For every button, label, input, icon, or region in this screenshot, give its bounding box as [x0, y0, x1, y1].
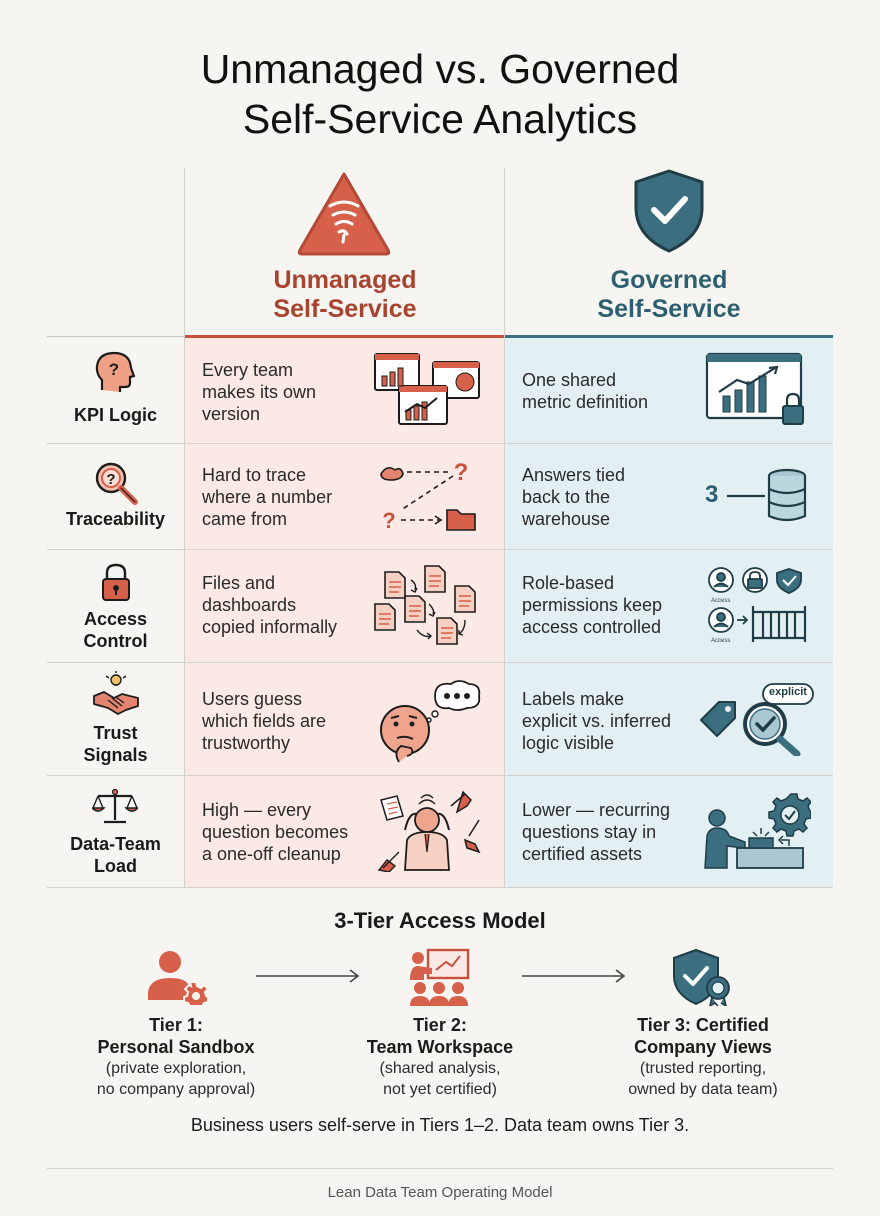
- tier-arrow-1: [256, 969, 360, 983]
- comparison-table: Unmanaged Self-Service Governed Self-Ser…: [47, 168, 833, 888]
- unmanaged-column-title: Unmanaged Self-Service: [273, 266, 417, 323]
- unmanaged-access-control-text: Files and dashboards copied informally: [202, 573, 338, 637]
- access-caption-1: Access: [711, 598, 731, 604]
- tier-arrow-2: [522, 969, 626, 983]
- governed-data-team-load-text: Lower — recurring questions stay in cert…: [522, 800, 671, 864]
- head-question-icon: ?: [95, 351, 136, 392]
- magnifier-question-icon: ?: [95, 462, 138, 505]
- governed-kpi-logic-text: One shared metric definition: [522, 370, 649, 412]
- criterion-traceability: Traceability: [65, 509, 166, 529]
- balance-scale-icon: [92, 788, 138, 824]
- criterion-trust-signals: Trust Signals: [83, 723, 148, 765]
- tier-model-title: 3-Tier Access Model: [334, 908, 546, 933]
- handshake-lightbulb-icon: [93, 671, 139, 715]
- team-presentation-icon: [410, 948, 470, 1006]
- svg-text:?: ?: [382, 508, 395, 532]
- padlock-icon: [102, 563, 130, 601]
- label-magnifier-check-icon: [700, 683, 814, 756]
- criterion-kpi-logic: KPI Logic: [73, 405, 157, 425]
- unmanaged-kpi-logic-text: Every team makes its own version: [202, 360, 317, 424]
- criterion-access-control: Access Control: [83, 609, 148, 651]
- svg-text:?: ?: [106, 471, 115, 488]
- tier-summary: Business users self-serve in Tiers 1–2. …: [190, 1115, 690, 1135]
- tier-1: Tier 1: Personal Sandbox (private explor…: [96, 1015, 256, 1098]
- tornado-warning-icon: [297, 172, 391, 256]
- page-title: Unmanaged vs. Governed Self-Service Anal…: [200, 46, 680, 142]
- criterion-data-team-load: Data-Team Load: [70, 834, 161, 876]
- governed-access-control-text: Role-based permissions keep access contr…: [522, 573, 663, 637]
- footer-divider: [47, 1168, 833, 1169]
- tier-3: Tier 3: Certified Company Views (trusted…: [628, 1015, 778, 1098]
- unmanaged-traceability-text: Hard to trace where a number came from: [202, 465, 333, 529]
- person-certified-desk-icon: [704, 793, 811, 869]
- governed-trust-signals-text: Labels make explicit vs. inferred logic …: [522, 689, 672, 753]
- shield-check-icon: [634, 169, 704, 253]
- multiple-dashboards-icon: [374, 353, 480, 425]
- governed-traceability-text: Answers tied back to the warehouse: [522, 465, 626, 529]
- person-gear-icon: [148, 951, 208, 1006]
- unmanaged-trust-signals-text: Users guess which fields are trustworthy: [202, 689, 327, 753]
- explicit-tag-label: explicit: [769, 686, 807, 698]
- svg-text:?: ?: [454, 459, 469, 486]
- svg-text:?: ?: [109, 360, 119, 379]
- scattered-files-icon: [374, 565, 476, 645]
- confused-face-thought-icon: [380, 680, 481, 763]
- overwhelmed-person-icon: [377, 790, 481, 872]
- access-caption-2: Access: [711, 638, 731, 644]
- warehouse-database-icon: [727, 468, 807, 522]
- tier-2: Tier 2: Team Workspace (shared analysis,…: [366, 1015, 514, 1098]
- unmanaged-column-bg: [185, 338, 505, 888]
- role-permissions-icon: [708, 567, 807, 642]
- governed-column-title: Governed Self-Service: [597, 266, 741, 323]
- certified-shield-badge-icon: [673, 948, 730, 1006]
- unmanaged-data-team-load-text: High — every question becomes a one-off …: [202, 800, 349, 864]
- broken-trace-path-icon: ? ?: [380, 459, 476, 532]
- trace-step-number: 3: [705, 481, 719, 508]
- locked-dashboard-icon: [705, 352, 804, 425]
- footer-caption: Lean Data Team Operating Model: [327, 1184, 553, 1201]
